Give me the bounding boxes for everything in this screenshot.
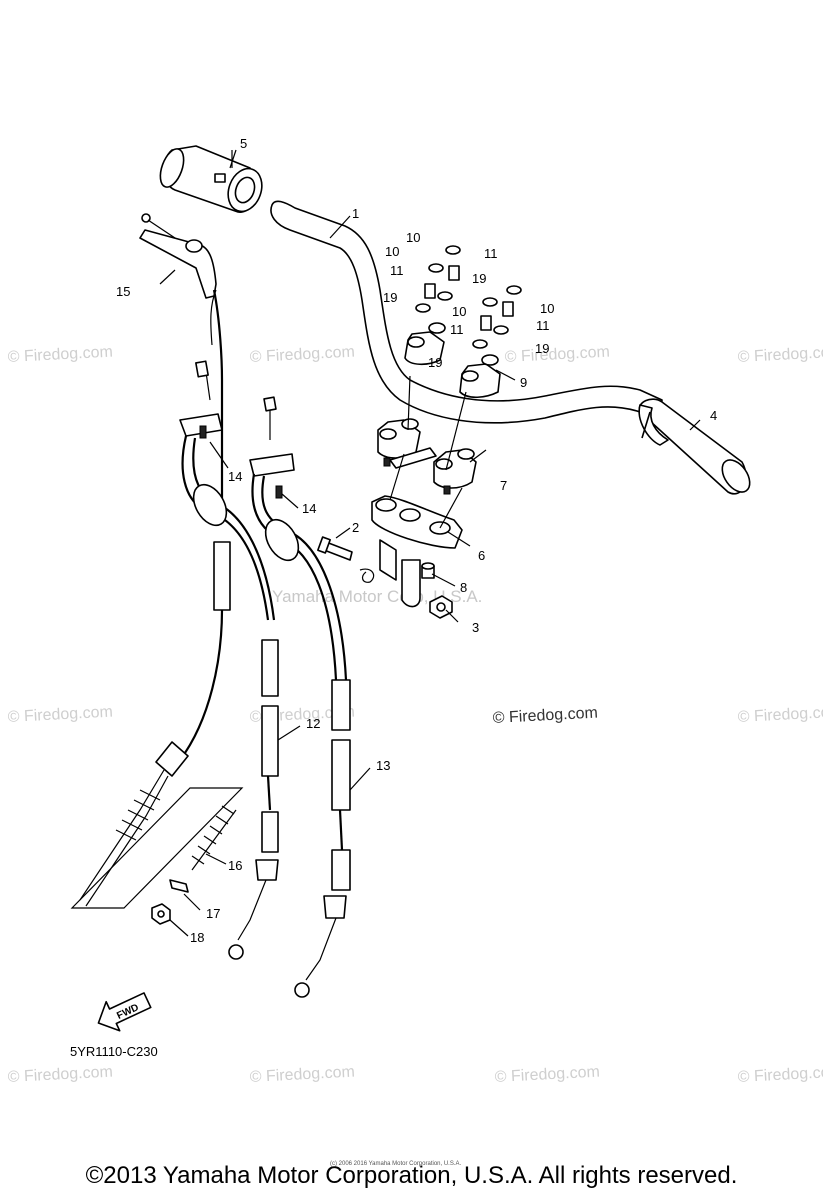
parts-16-17-18	[70, 787, 244, 925]
watermark: © Firedog.com	[7, 344, 113, 366]
callout-16: 16	[228, 858, 242, 873]
callout-9: 9	[520, 375, 527, 390]
fine-print: (c) 2006 2016 Yamaha Motor Corporation, …	[330, 1161, 462, 1167]
leader-lines	[159, 149, 701, 937]
callout-6: 6	[478, 548, 485, 563]
callout-2: 2	[352, 520, 359, 535]
watermark: © Firedog.com	[504, 344, 610, 366]
watermark: © Firedog.com	[737, 704, 823, 726]
callout-12: 12	[306, 716, 320, 731]
callout-19: 19	[472, 271, 486, 286]
callout-11: 11	[536, 318, 550, 333]
callout-11: 11	[450, 322, 464, 337]
watermark: © Firedog.com	[7, 1064, 113, 1086]
callout-15: 15	[116, 284, 130, 299]
callout-18: 18	[190, 930, 204, 945]
part-5-grip	[159, 145, 263, 213]
parts-2-3-8	[317, 536, 453, 619]
callout-10: 10	[406, 230, 420, 245]
diagram-code: 5YR1110-C230	[70, 1044, 158, 1059]
callout-8: 8	[460, 580, 467, 595]
watermark: © Firedog.com	[249, 344, 355, 366]
callout-19: 19	[383, 290, 397, 305]
callout-11: 11	[484, 246, 498, 261]
watermarks: © Firedog.com © Firedog.com © Firedog.co…	[7, 344, 823, 1086]
watermark: © Firedog.com	[494, 1064, 600, 1086]
copyright-footer: ©2013 Yamaha Motor Corporation, U.S.A. A…	[85, 1162, 738, 1189]
part-12-cable	[179, 360, 279, 960]
callout-4: 4	[710, 408, 717, 423]
callout-11: 11	[390, 263, 404, 278]
part-1-handlebar	[270, 200, 751, 495]
watermark: © Firedog.com	[737, 344, 823, 366]
callout-19: 19	[535, 341, 549, 356]
callout-10: 10	[540, 301, 554, 316]
fwd-arrow: FWD	[97, 992, 152, 1032]
callout-5: 5	[240, 136, 247, 151]
parts-10-11-19-fasteners	[415, 245, 522, 349]
callout-3: 3	[472, 620, 479, 635]
clutch-cable	[79, 541, 231, 907]
callout-7: 7	[500, 478, 507, 493]
callout-19: 19	[428, 355, 442, 370]
callout-14: 14	[302, 501, 316, 516]
callouts: 5 1 10 11 10 11 19 19 10 11 10 11 19 19 …	[116, 136, 717, 945]
callout-17: 17	[206, 906, 220, 921]
watermark: © Firedog.com	[737, 1064, 823, 1086]
watermark: © Firedog.com	[7, 704, 113, 726]
part-15-lever	[139, 213, 224, 500]
part-13-cable	[249, 396, 351, 998]
watermark: © Firedog.com	[249, 1064, 355, 1086]
callout-13: 13	[376, 758, 390, 773]
callout-10: 10	[452, 304, 466, 319]
callout-10: 10	[385, 244, 399, 259]
callout-14: 14	[228, 469, 242, 484]
part-7-lower-holders	[377, 418, 477, 495]
part-9-upper-holders	[404, 322, 501, 399]
firedog-label: © Firedog.com	[492, 705, 598, 727]
callout-1: 1	[352, 206, 359, 221]
